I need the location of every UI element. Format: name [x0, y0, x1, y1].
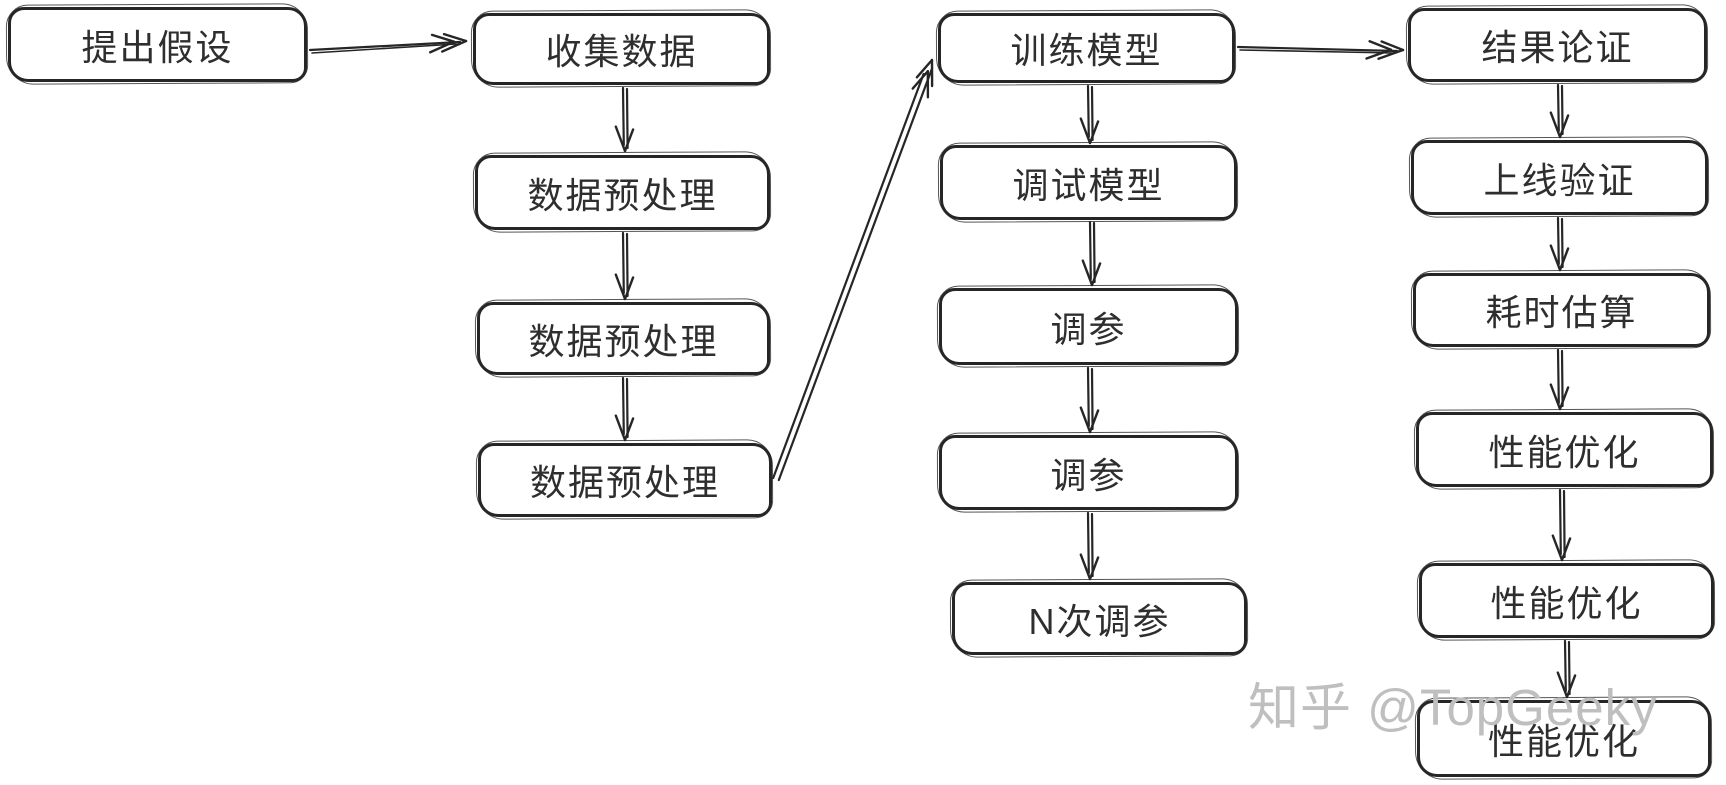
- arrow-stroke: [1549, 111, 1562, 139]
- arrow-stroke: [623, 276, 635, 301]
- node-result-verification: 结果论证: [1408, 8, 1707, 82]
- arrow-stroke: [441, 39, 468, 53]
- node-label: 数据预处理: [527, 174, 718, 216]
- arrow-stroke: [1377, 48, 1405, 60]
- node-perf-opt-3: 性能优化: [1417, 700, 1711, 777]
- arrow-stroke: [1560, 84, 1564, 136]
- node-label: 结果论证: [1481, 27, 1634, 68]
- arrow-stroke: [1549, 383, 1562, 411]
- arrow-stroke: [311, 43, 457, 54]
- arrow-stroke: [1556, 348, 1560, 405]
- node-collect-data: 收集数据: [473, 13, 770, 85]
- node-preprocess-2: 数据预处理: [477, 302, 770, 375]
- arrow-stroke: [1088, 120, 1100, 145]
- arrow-stroke: [1567, 640, 1571, 696]
- arrow-stroke: [614, 414, 627, 442]
- arrow-stroke: [1551, 534, 1564, 562]
- node-label: 数据预处理: [529, 462, 720, 503]
- arrow-stroke: [623, 128, 635, 153]
- arrow-stroke: [1079, 406, 1092, 434]
- arrow-stroke: [1239, 49, 1394, 54]
- arrow-stroke: [1079, 553, 1092, 581]
- node-label: 训练模型: [1010, 30, 1163, 71]
- arrow-stroke: [1088, 556, 1100, 581]
- arrow-stroke: [1558, 114, 1570, 139]
- arrow-stroke: [1090, 512, 1094, 578]
- arrow-stroke: [614, 125, 627, 153]
- node-label: 上线验证: [1483, 159, 1636, 201]
- node-label: 调参: [1050, 308, 1127, 350]
- arrow-stroke: [915, 58, 934, 79]
- arrow-stroke: [1549, 244, 1562, 272]
- arrow-stroke: [1086, 511, 1090, 575]
- node-label: 耗时估算: [1485, 292, 1638, 333]
- arrow-stroke: [1090, 85, 1094, 142]
- arrow-stroke: [308, 40, 462, 52]
- node-online-validation: 上线验证: [1411, 140, 1708, 215]
- arrow-stroke: [777, 67, 934, 482]
- arrow-stroke: [621, 231, 625, 295]
- node-tune-params-1: 调参: [939, 288, 1238, 365]
- arrow-stroke: [1565, 674, 1577, 699]
- arrow-stroke: [621, 376, 625, 436]
- node-label: 调试模型: [1012, 164, 1165, 206]
- node-label: 性能优化: [1490, 582, 1643, 624]
- arrow-stroke: [1090, 367, 1094, 431]
- arrow-stroke: [1086, 84, 1090, 139]
- arrow-stroke: [1558, 488, 1562, 556]
- node-label: 性能优化: [1488, 431, 1641, 473]
- arrow-stroke: [1558, 247, 1570, 272]
- node-tune-params-n: N次调参: [952, 582, 1247, 655]
- arrow-stroke: [625, 377, 629, 439]
- arrow-stroke: [1088, 409, 1100, 434]
- arrow-stroke: [1556, 671, 1569, 699]
- arrow-stroke: [429, 40, 456, 54]
- arrow-stroke: [1560, 217, 1564, 269]
- arrow-stroke: [1560, 349, 1564, 408]
- arrow-stroke: [1079, 117, 1092, 145]
- arrow-stroke: [1081, 259, 1094, 287]
- node-perf-opt-2: 性能优化: [1419, 563, 1714, 638]
- arrow-stroke: [621, 86, 625, 147]
- node-label: 提出假设: [81, 26, 234, 68]
- node-label: 性能优化: [1487, 720, 1640, 762]
- arrow-stroke: [1558, 386, 1570, 411]
- arrow-stroke: [625, 87, 629, 150]
- arrow-stroke: [1090, 262, 1102, 287]
- node-time-estimation: 耗时估算: [1413, 273, 1710, 347]
- arrow-stroke: [1368, 40, 1393, 51]
- arrow-stroke: [1560, 537, 1572, 562]
- node-preprocess-1: 数据预处理: [475, 155, 770, 230]
- node-label: 调参: [1050, 454, 1127, 496]
- arrow-stroke: [614, 273, 627, 301]
- arrow-stroke: [1556, 83, 1560, 133]
- arrow-stroke: [1086, 366, 1090, 428]
- node-perf-opt-1: 性能优化: [1416, 412, 1713, 487]
- arrow-stroke: [623, 417, 635, 442]
- arrow-stroke: [1088, 220, 1092, 281]
- node-train-model: 训练模型: [938, 13, 1235, 83]
- arrow-stroke: [1562, 489, 1566, 559]
- node-tune-params-2: 调参: [939, 435, 1238, 510]
- arrow-stroke: [1236, 45, 1399, 53]
- arrow-stroke: [1092, 221, 1096, 284]
- arrow-stroke: [1365, 48, 1393, 60]
- arrow-stroke: [911, 70, 930, 90]
- node-label: 数据预处理: [528, 320, 719, 362]
- node-preprocess-3: 数据预处理: [478, 443, 772, 517]
- arrow-stroke: [430, 33, 456, 43]
- node-propose-hypothesis: 提出假设: [8, 7, 307, 82]
- node-label: N次调参: [1028, 600, 1171, 642]
- arrow-stroke: [1380, 40, 1405, 52]
- arrow-stroke: [625, 232, 629, 298]
- node-debug-model: 调试模型: [940, 145, 1237, 220]
- arrow-stroke: [442, 32, 468, 43]
- arrow-stroke: [1556, 216, 1560, 266]
- node-label: 收集数据: [545, 31, 698, 72]
- arrow-stroke: [1563, 639, 1567, 693]
- arrow-stroke: [772, 72, 925, 480]
